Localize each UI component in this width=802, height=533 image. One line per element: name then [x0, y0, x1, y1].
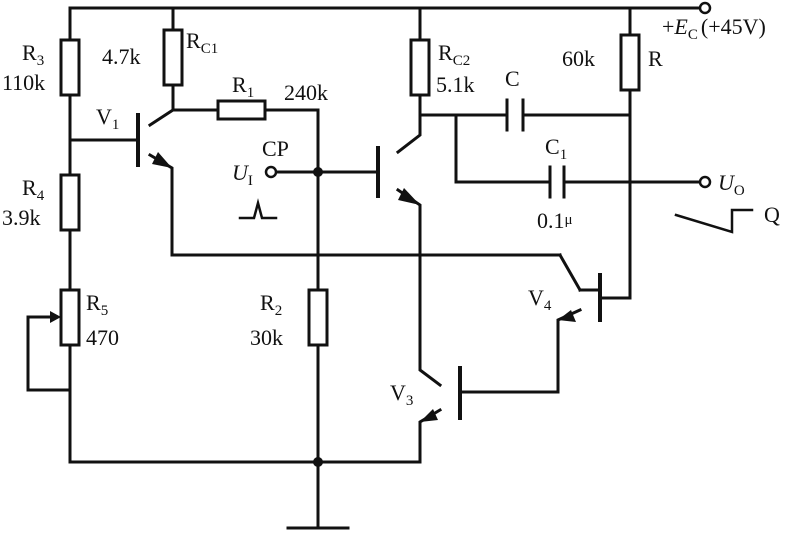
- rc2-label: RC2: [438, 40, 470, 69]
- wires: [26, 6, 707, 530]
- resistor-rc2: [409, 38, 431, 97]
- v1-label: V1: [96, 104, 119, 133]
- resistor-rc1: [162, 28, 184, 87]
- r1-value: 240k: [284, 80, 328, 105]
- c1-value: 0.1μ: [537, 208, 573, 233]
- resistor-r1: [216, 99, 267, 121]
- v1-emitter-arrow-icon: [152, 152, 172, 168]
- transistor-v4: [557, 252, 602, 322]
- input-pulse-waveform: [238, 198, 278, 220]
- r4-label: R4: [22, 175, 45, 204]
- capacitor-c1: [548, 165, 566, 199]
- junction-node: [313, 167, 323, 177]
- output-sawtooth-waveform: [674, 208, 754, 234]
- resistor-r2: [307, 288, 329, 347]
- potentiometer-r5: [59, 288, 81, 347]
- rc1-value: 4.7k: [102, 44, 141, 69]
- v4-emitter-arrow-icon: [558, 310, 576, 322]
- input-signal-label: CP: [262, 136, 289, 161]
- input-label: UI: [232, 160, 253, 189]
- r5-wiper-arrow-icon: [50, 311, 61, 323]
- capacitor-c: [505, 98, 525, 132]
- supply-terminal: [698, 1, 712, 15]
- v3-label: V3: [390, 380, 413, 409]
- supply-label: +EC(+45V): [662, 14, 766, 43]
- resistor-r3: [59, 38, 81, 97]
- c1-label: C1: [545, 134, 567, 163]
- r4-value: 3.9k: [2, 205, 41, 230]
- rc1-label: RC1: [186, 28, 218, 57]
- output-label: UO: [718, 170, 745, 199]
- r5-value: 470: [86, 325, 119, 350]
- r1-label: R1: [232, 72, 254, 101]
- v4-label: V4: [528, 285, 552, 314]
- resistor-r4: [59, 173, 81, 232]
- r2-value: 30k: [250, 325, 283, 350]
- output-q-label: Q: [764, 202, 780, 227]
- c-label: C: [505, 66, 520, 91]
- r-label: R: [648, 46, 663, 71]
- r2-label: R2: [260, 290, 282, 319]
- resistor-r: [619, 33, 641, 92]
- junction-ground: [313, 457, 323, 467]
- transistor-v1: [136, 113, 172, 168]
- transistor-v2: [376, 146, 420, 205]
- r3-value: 110k: [2, 70, 45, 95]
- v3-emitter-arrow-icon: [420, 409, 438, 422]
- r3-label: R3: [22, 40, 44, 69]
- input-terminal: [264, 165, 278, 179]
- r-value: 60k: [562, 46, 595, 71]
- v2-emitter-arrow-icon: [398, 188, 420, 205]
- transistor-v3: [420, 366, 462, 422]
- rc2-value: 5.1k: [436, 72, 475, 97]
- r5-label: R5: [86, 290, 108, 319]
- output-terminal: [698, 175, 712, 189]
